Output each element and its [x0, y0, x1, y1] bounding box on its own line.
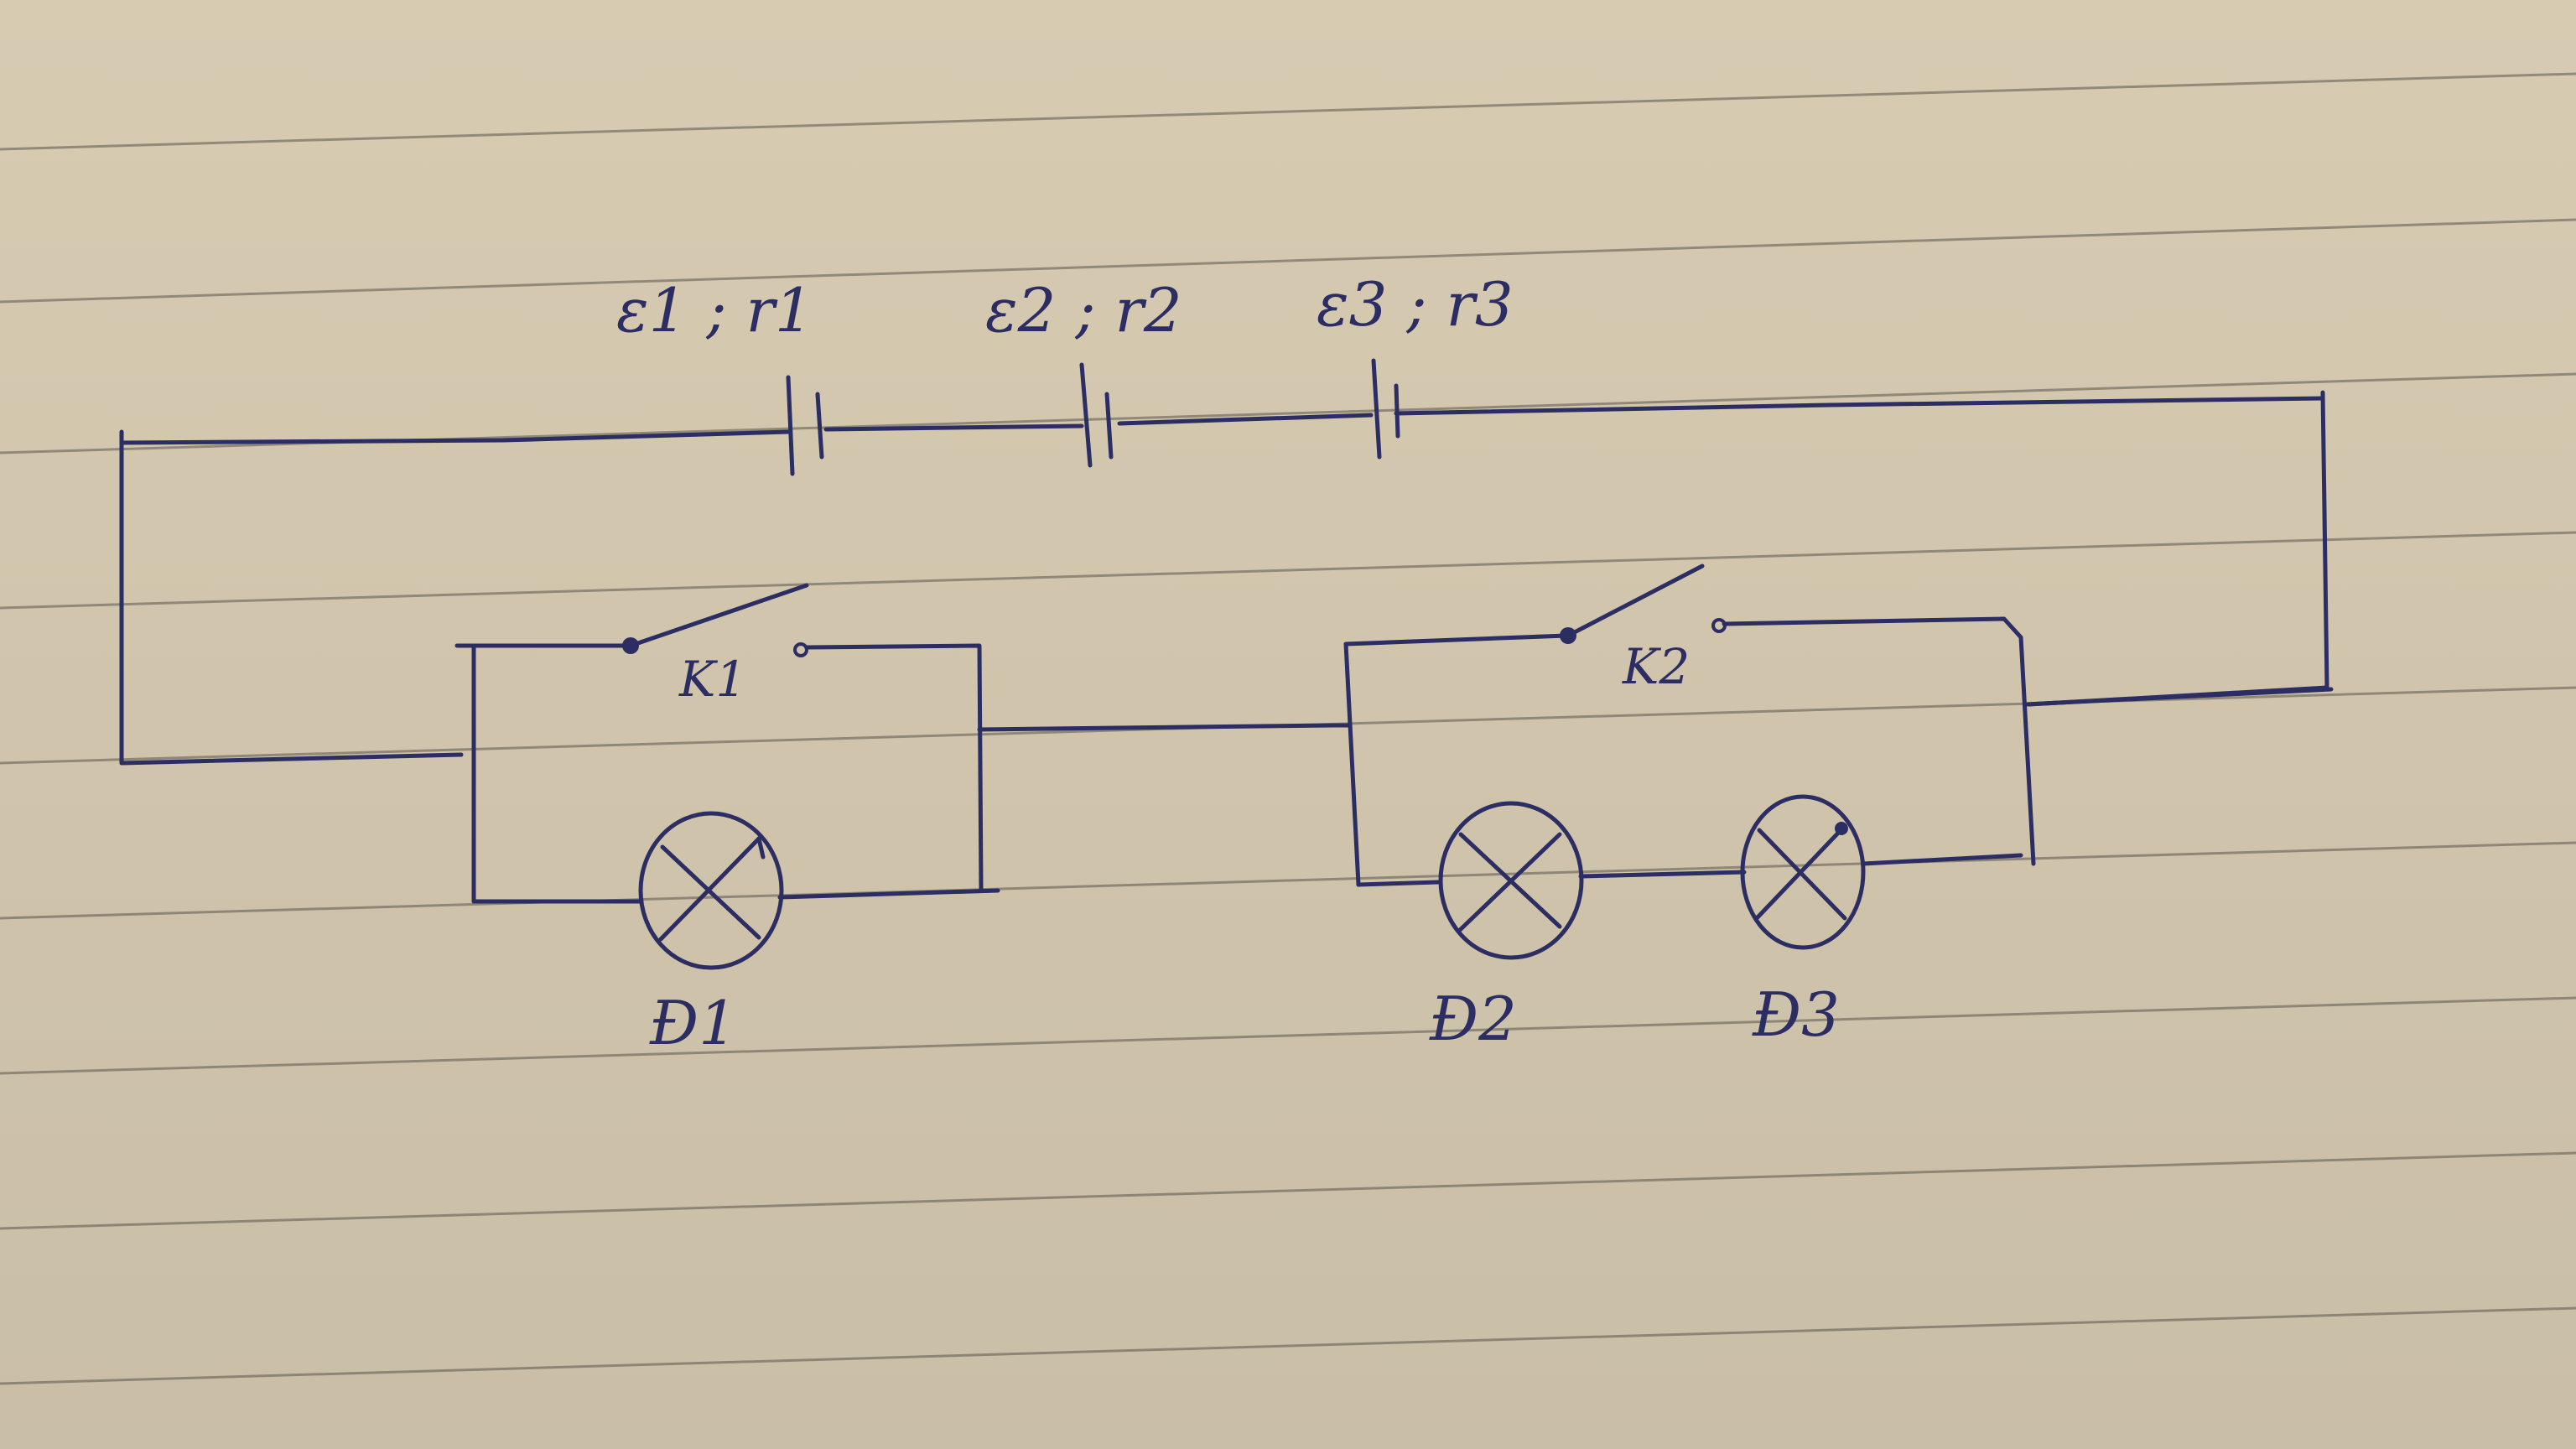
lamp-1 — [638, 811, 784, 970]
label-lamp-1: Đ1 — [649, 988, 737, 1058]
label-source-2: ε2 ; r2 — [985, 275, 1182, 345]
lamp-2 — [1438, 801, 1584, 960]
left-parallel-block — [454, 583, 1336, 904]
label-source-1: ε1 ; r1 — [616, 275, 813, 345]
label-switch-2: K2 — [1622, 638, 1690, 695]
right-parallel-block — [1331, 564, 2334, 887]
battery-1 — [786, 375, 824, 476]
label-lamp-2: Đ2 — [1429, 984, 1517, 1054]
label-lamp-3: Đ3 — [1752, 979, 1840, 1050]
label-switch-1: K1 — [678, 651, 746, 708]
label-source-3: ε3 ; r3 — [1317, 269, 1514, 340]
top-wire — [119, 396, 2325, 445]
battery-3 — [1371, 358, 1400, 460]
lamp-3 — [1740, 794, 1866, 950]
battery-2 — [1079, 362, 1114, 468]
